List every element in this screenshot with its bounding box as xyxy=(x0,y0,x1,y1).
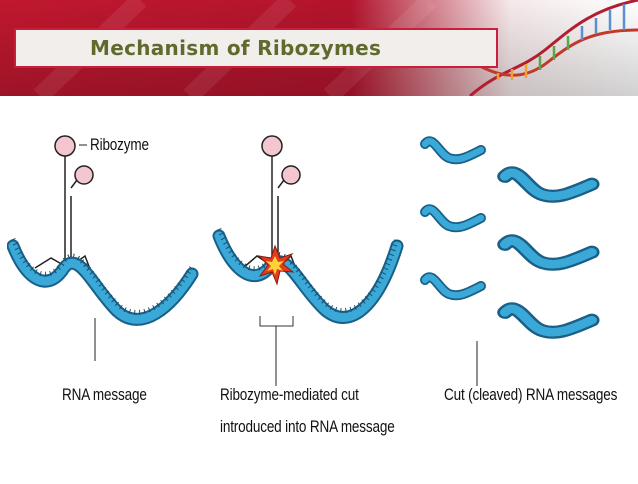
ribozyme-loop-side xyxy=(75,166,93,184)
ribozyme-cut-caption-line1: Ribozyme-mediated cut xyxy=(220,386,359,405)
slide-title: Mechanism of Ribozymes xyxy=(90,36,381,60)
ribozyme-loop-top xyxy=(262,136,282,156)
cleaved-fragment xyxy=(425,209,481,227)
ribozyme-cut-caption-line2: introduced into RNA message xyxy=(220,418,395,437)
ribozyme-loop-top xyxy=(55,136,75,156)
rna-message-strand xyxy=(219,229,397,317)
cleaved-fragment xyxy=(505,309,592,332)
rna-message-caption: RNA message xyxy=(62,386,147,405)
cleaved-fragment xyxy=(425,277,481,295)
panel-cleaved-messages xyxy=(425,141,592,386)
ribozyme-label: Ribozyme xyxy=(90,136,149,155)
cleaved-fragment xyxy=(505,241,592,264)
rna-message-strand xyxy=(13,239,192,319)
panel-ribozyme-cut xyxy=(219,136,397,386)
panel-rna-message xyxy=(13,136,192,361)
diagram-panel: Ribozyme RNA message Ribozyme-mediated c… xyxy=(7,96,631,479)
cleaved-messages-caption: Cut (cleaved) RNA messages xyxy=(444,386,617,405)
ribozyme-loop-side xyxy=(282,166,300,184)
cleaved-fragment xyxy=(425,141,481,159)
cleaved-fragment xyxy=(505,173,592,196)
title-box: Mechanism of Ribozymes xyxy=(14,28,498,68)
